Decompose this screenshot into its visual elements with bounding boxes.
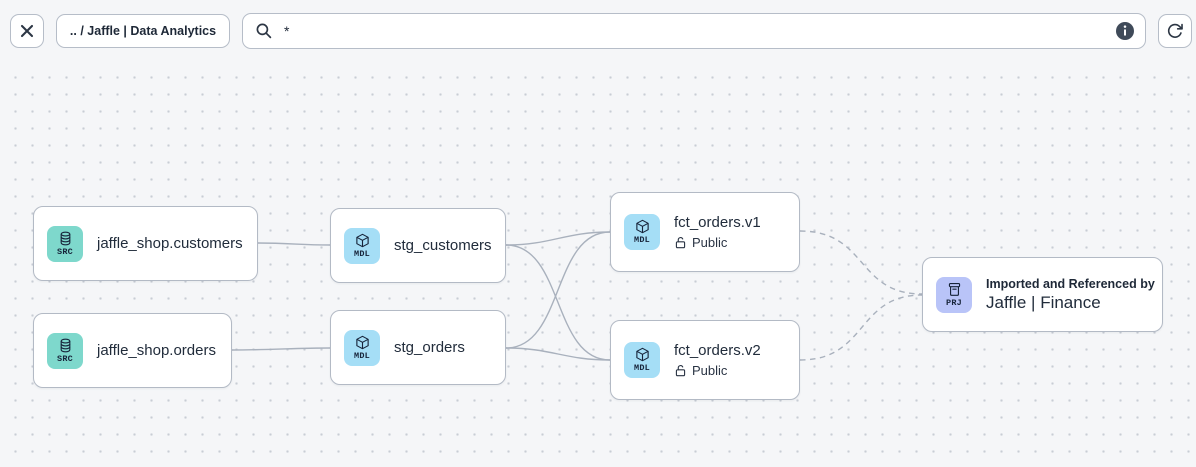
node-label: stg_orders bbox=[394, 339, 465, 356]
node-source-jaffle-shop-customers[interactable]: SRC jaffle_shop.customers bbox=[33, 206, 258, 281]
node-type-label: MDL bbox=[634, 363, 650, 373]
access-badge: Public bbox=[674, 235, 761, 250]
node-label: jaffle_shop.customers bbox=[97, 235, 243, 252]
cube-icon bbox=[355, 233, 369, 247]
project-sublabel: Imported and Referenced by bbox=[986, 276, 1155, 291]
edge-stg-customers-fct-v2 bbox=[505, 244, 611, 361]
node-label: jaffle_shop.orders bbox=[97, 342, 216, 359]
node-type-label: MDL bbox=[354, 350, 370, 361]
project-badge: PRJ bbox=[936, 276, 972, 313]
search-bar[interactable] bbox=[242, 13, 1146, 49]
search-icon bbox=[256, 23, 272, 39]
edge-stg-customers-fct-v1 bbox=[505, 231, 611, 246]
access-label: Public bbox=[692, 235, 728, 250]
model-badge: MDL bbox=[624, 214, 660, 250]
lock-open-icon bbox=[675, 365, 686, 377]
access-badge: Public bbox=[674, 363, 761, 378]
refresh-icon bbox=[1167, 23, 1183, 38]
close-icon bbox=[20, 24, 34, 38]
model-badge: MDL bbox=[344, 329, 380, 366]
model-badge: MDL bbox=[624, 342, 660, 378]
node-type-label: MDL bbox=[354, 248, 370, 259]
node-label: stg_customers bbox=[394, 237, 492, 254]
node-project-jaffle-finance[interactable]: PRJ Imported and Referenced by Jaffle | … bbox=[922, 257, 1163, 332]
node-label: fct_orders.v2 bbox=[674, 342, 761, 359]
node-type-label: PRJ bbox=[946, 297, 962, 308]
node-type-label: SRC bbox=[57, 353, 73, 364]
archive-box-icon bbox=[948, 282, 960, 296]
source-badge: SRC bbox=[47, 332, 83, 369]
node-model-stg-customers[interactable]: MDL stg_customers bbox=[330, 208, 506, 283]
database-icon bbox=[60, 338, 70, 352]
access-label: Public bbox=[692, 363, 728, 378]
cube-icon bbox=[635, 347, 649, 362]
source-badge: SRC bbox=[47, 225, 83, 262]
lock-open-icon bbox=[675, 237, 686, 249]
node-type-label: SRC bbox=[57, 246, 73, 257]
breadcrumb-label: .. / Jaffle | Data Analytics bbox=[69, 24, 217, 38]
edge-fct-v2-project bbox=[799, 294, 923, 361]
node-label: Jaffle | Finance bbox=[986, 292, 1101, 312]
search-input[interactable] bbox=[282, 22, 1106, 40]
info-icon[interactable] bbox=[1115, 21, 1135, 41]
breadcrumb[interactable]: .. / Jaffle | Data Analytics bbox=[56, 14, 230, 48]
cube-icon bbox=[635, 219, 649, 234]
close-button[interactable] bbox=[10, 14, 44, 48]
node-type-label: MDL bbox=[634, 235, 650, 245]
node-model-fct-orders-v2[interactable]: MDL fct_orders.v2 Public bbox=[610, 320, 800, 400]
edge-fct-v1-project bbox=[799, 230, 923, 295]
node-model-stg-orders[interactable]: MDL stg_orders bbox=[330, 310, 506, 385]
refresh-button[interactable] bbox=[1158, 14, 1192, 48]
node-label: fct_orders.v1 bbox=[674, 214, 761, 231]
edge-stg-orders-fct-v1 bbox=[505, 231, 611, 349]
edge-src-customers-stg-customers bbox=[257, 242, 331, 246]
node-model-fct-orders-v1[interactable]: MDL fct_orders.v1 Public bbox=[610, 192, 800, 272]
cube-icon bbox=[355, 335, 369, 349]
database-icon bbox=[60, 231, 70, 245]
model-badge: MDL bbox=[344, 227, 380, 264]
edge-src-orders-stg-orders bbox=[231, 347, 331, 351]
edge-stg-orders-fct-v2 bbox=[505, 347, 611, 361]
node-source-jaffle-shop-orders[interactable]: SRC jaffle_shop.orders bbox=[33, 313, 232, 388]
